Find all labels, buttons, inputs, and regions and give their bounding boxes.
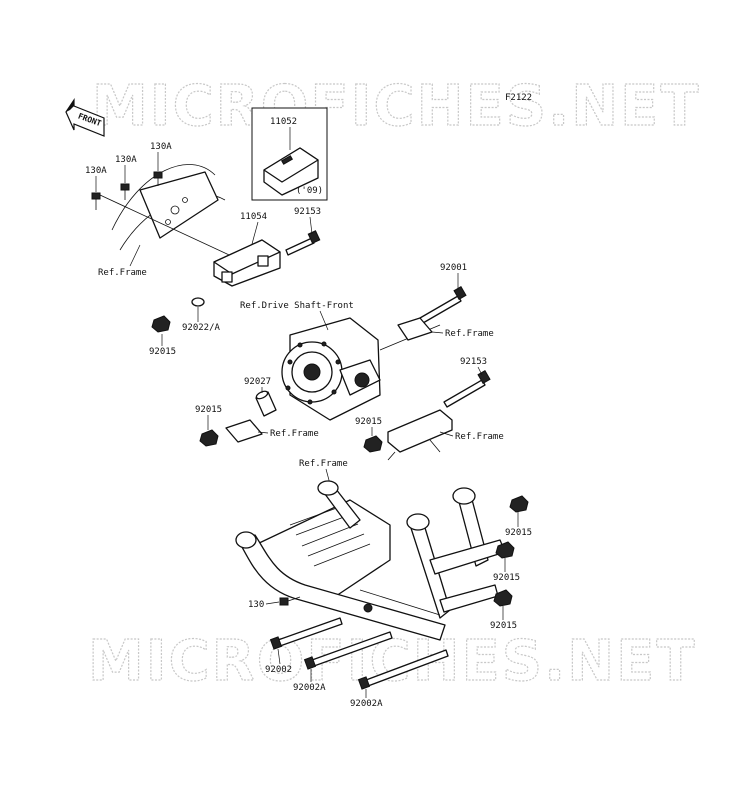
callout-92002a-1: 92002A: [293, 683, 326, 693]
callout-09: ('09): [296, 186, 323, 196]
callout-92001: 92001: [440, 263, 467, 273]
frame-tab-3: [225, 419, 263, 443]
washer-92022a: [191, 297, 205, 307]
callout-92015-6: 92015: [490, 621, 517, 631]
callout-92015-3: 92015: [355, 417, 382, 427]
front-arrow-icon: FRONT: [65, 98, 105, 137]
callout-ref-frame-5: Ref.Frame: [299, 459, 348, 469]
nut-92015-4: [509, 495, 529, 513]
callout-ref-frame-1: Ref.Frame: [98, 268, 147, 278]
callout-ref-frame-3: Ref.Frame: [270, 429, 319, 439]
frame-cross-member: [99, 164, 241, 261]
callout-92027: 92027: [244, 377, 271, 387]
callout-11052: 11052: [270, 117, 297, 127]
bolt-92002a-1: [303, 631, 393, 670]
callout-11054: 11054: [240, 212, 267, 222]
callout-ref-frame-2: Ref.Frame: [445, 329, 494, 339]
frame-bracket-4: [387, 409, 453, 461]
bracket-11054: [213, 239, 281, 287]
bolt-92153-mid: [443, 369, 491, 408]
callout-92153-mid: 92153: [460, 357, 487, 367]
lower-frame-assembly: [235, 480, 506, 641]
inset-11052: [251, 107, 328, 201]
collar-92027: [255, 390, 277, 417]
nut-92015-5: [495, 541, 515, 559]
bolt-92153-top: [285, 230, 321, 256]
callout-92153-top: 92153: [294, 207, 321, 217]
bolt-130a-2: [120, 183, 130, 200]
callout-92022a: 92022/A: [182, 323, 221, 333]
figure-code: F2122: [505, 93, 532, 103]
callout-92015-2: 92015: [195, 405, 222, 415]
bolt-130: [279, 596, 301, 606]
watermark-bottom: MICROFICHES.NET: [88, 629, 697, 694]
callout-92015-1: 92015: [149, 347, 176, 357]
callout-130a-1: 130A: [85, 166, 107, 176]
nut-92015-2: [199, 429, 219, 447]
callout-92015-5: 92015: [493, 573, 520, 583]
callout-ref-drive-shaft-front: Ref.Drive Shaft-Front: [240, 301, 354, 311]
bolt-130a-1: [91, 192, 101, 210]
callout-130: 130: [248, 600, 264, 610]
callout-130a-3: 130A: [150, 142, 172, 152]
bolt-92002a-2: [357, 649, 449, 690]
watermark-top: MICROFICHES.NET: [92, 74, 701, 139]
bolt-130a-3: [153, 171, 163, 186]
callout-92002a-2: 92002A: [350, 699, 383, 709]
bolt-92002: [269, 617, 343, 650]
callout-130a-2: 130A: [115, 155, 137, 165]
nut-92015-3: [363, 435, 383, 453]
nut-92015-6: [493, 589, 513, 607]
nut-92015-1: [151, 315, 171, 333]
bolt-92001: [419, 285, 467, 324]
callout-92002: 92002: [265, 665, 292, 675]
callout-92015-4: 92015: [505, 528, 532, 538]
callout-ref-frame-4: Ref.Frame: [455, 432, 504, 442]
front-differential: [281, 317, 441, 421]
